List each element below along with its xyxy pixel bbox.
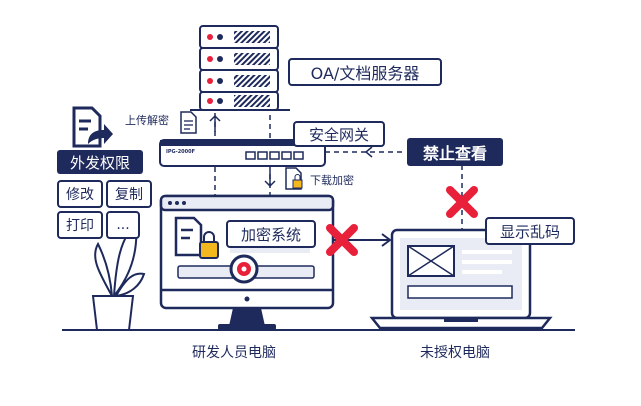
block-view-label: 禁止查看 [407, 138, 503, 166]
plant-decoration [91, 224, 146, 331]
block-view-label-text: 禁止查看 [422, 144, 487, 163]
server-label: OA/文档服务器 [288, 58, 442, 86]
upload-arrow-icon [209, 114, 221, 132]
upload-document-icon [180, 111, 197, 134]
rd-computer-label: 研发人员电脑 [192, 345, 276, 361]
deny-view-x-icon [446, 186, 478, 218]
garbled-label-text: 显示乱码 [499, 222, 560, 241]
encryption-label: 加密系统 [226, 220, 316, 248]
rd-computer-monitor [159, 194, 335, 330]
download-label: 下载加密 [310, 174, 354, 187]
permission-more-text: ... [116, 217, 130, 233]
outbound-permission-title-text: 外发权限 [69, 153, 130, 172]
encryption-label-text: 加密系统 [240, 225, 301, 244]
upload-label: 上传解密 [125, 114, 169, 127]
share-document-icon [72, 106, 113, 148]
download-document-lock-icon [285, 167, 303, 190]
permission-print: 打印 [57, 211, 103, 239]
gateway-label: 安全网关 [293, 121, 385, 147]
server-label-text: OA/文档服务器 [310, 64, 420, 83]
permission-copy: 复制 [106, 180, 152, 208]
security-gateway-device [159, 139, 326, 167]
permission-modify-text: 修改 [66, 187, 94, 203]
permission-print-text: 打印 [66, 218, 94, 234]
deny-x-icon [326, 224, 358, 256]
server-rack-icon [190, 25, 290, 111]
garbled-label: 显示乱码 [485, 217, 575, 245]
permission-copy-text: 复制 [115, 187, 143, 203]
gateway-plate: IPG-2000F [166, 149, 196, 155]
block-arrow-icon [364, 146, 373, 158]
outbound-permission-title: 外发权限 [57, 150, 143, 174]
permission-more: ... [106, 211, 140, 239]
gateway-label-text: 安全网关 [308, 125, 369, 144]
permission-modify: 修改 [57, 180, 103, 208]
unauthorized-laptop [369, 228, 553, 330]
download-arrow-icon [264, 170, 276, 188]
unauthorized-computer-label: 未授权电脑 [420, 345, 490, 361]
